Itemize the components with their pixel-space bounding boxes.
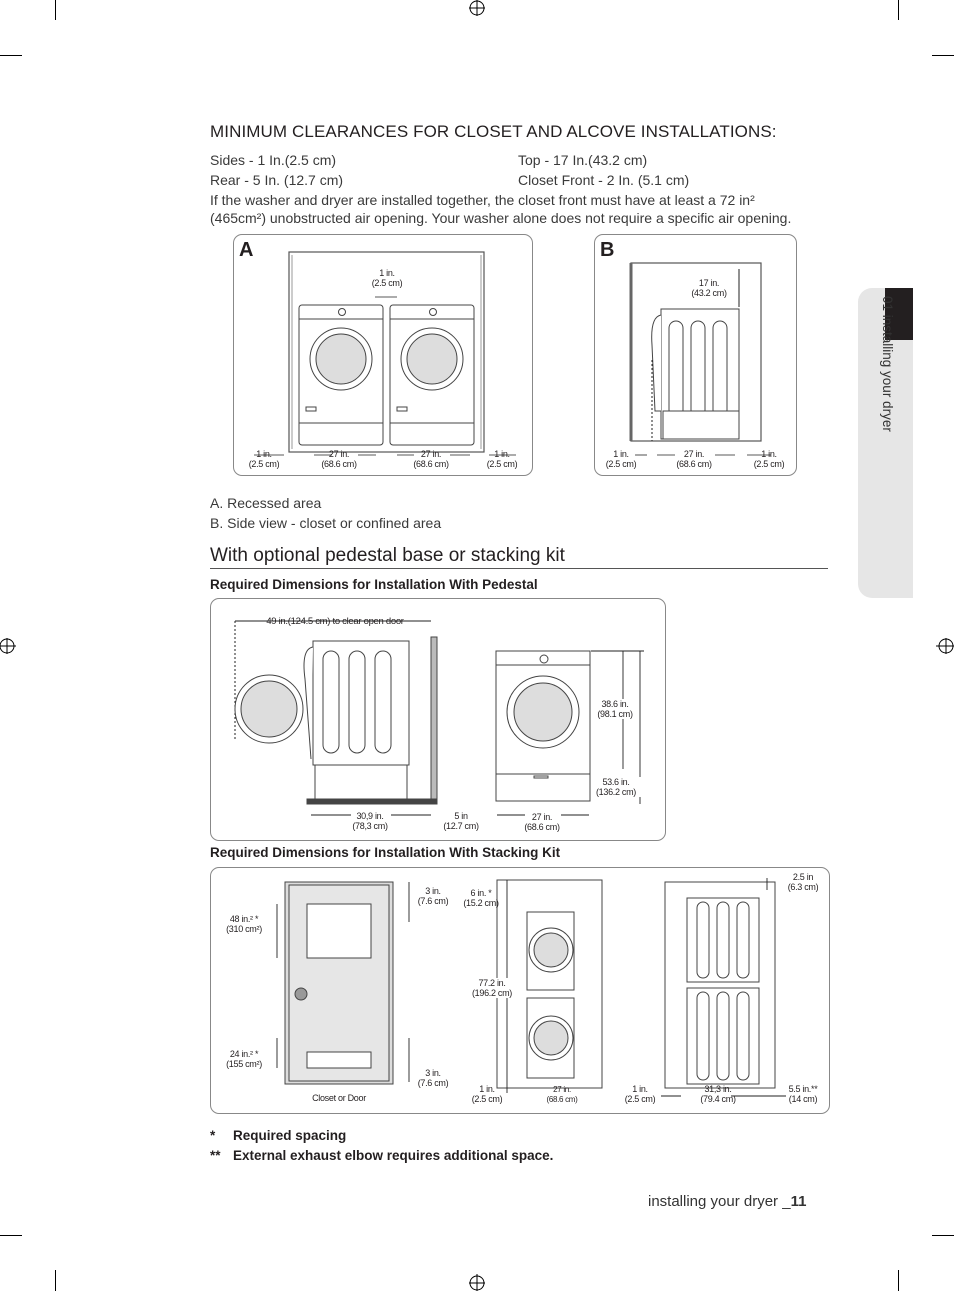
registration-mark-icon bbox=[936, 638, 954, 654]
footnote-star1-mark: * bbox=[210, 1128, 216, 1143]
legend-a: A. Recessed area bbox=[210, 495, 322, 511]
gap-top: 3 in.(7.6 cm) bbox=[417, 886, 449, 906]
fig-b-dim1: 1 in.(2.5 cm) bbox=[605, 449, 637, 469]
pedestal-door-clearance: 49 in.(124.5 cm) to clear open door bbox=[266, 616, 404, 627]
fig-a-dim2: 27 in.(68.6 cm) bbox=[321, 449, 357, 469]
registration-mark-icon bbox=[469, 1274, 485, 1291]
front-gap: 2.5 in(6.3 cm) bbox=[787, 872, 819, 892]
air-opening-note-2: (465cm²) unobstructed air opening. Your … bbox=[210, 210, 792, 226]
figure-b-label: B bbox=[600, 239, 615, 261]
stack-width: 27 in.(68.6 cm) bbox=[546, 1085, 578, 1104]
page-footer: installing your dryer _11 bbox=[648, 1193, 807, 1210]
gap-bottom: 3 in.(7.6 cm) bbox=[417, 1068, 449, 1088]
figure-a-recessed: A 1 in.(2.5 cm) 1 in.(2.5 cm) 27 in.(68.… bbox=[233, 234, 533, 476]
fig-a-dim4: 1 in.(2.5 cm) bbox=[486, 449, 518, 469]
pedestal-width: 27 in.(68.6 cm) bbox=[524, 812, 560, 832]
footnote-star2: External exhaust elbow requires addition… bbox=[233, 1148, 554, 1163]
side-gap: 1 in.(2.5 cm) bbox=[624, 1084, 656, 1104]
figure-a-label: A bbox=[239, 239, 254, 261]
pedestal-height-2: 53.6 in.(136.2 cm) bbox=[591, 777, 641, 797]
legend-b: B. Side view - closet or confined area bbox=[210, 515, 442, 531]
clearance-rear: Rear - 5 In. (12.7 cm) bbox=[210, 172, 344, 188]
registration-mark-icon bbox=[469, 0, 485, 16]
exhaust-gap: 5.5 in.**(14 cm) bbox=[788, 1084, 818, 1104]
section-title: With optional pedestal base or stacking … bbox=[210, 545, 565, 566]
registration-mark-icon bbox=[0, 638, 16, 654]
pedestal-depth: 30,9 in.(78,3 cm) bbox=[352, 811, 388, 831]
side-depth: 31,3 in.(79.4 cm) bbox=[700, 1084, 736, 1104]
clearance-front: Closet Front - 2 In. (5.1 cm) bbox=[518, 172, 690, 188]
footnote-star2-mark: ** bbox=[210, 1148, 221, 1163]
footnote-star1: Required spacing bbox=[233, 1128, 347, 1143]
figure-b-side-view: B 17 in.(43.2 cm) 1 in.(2.5 cm) 27 in.(6… bbox=[594, 234, 797, 476]
stack-side: 1 in.(2.5 cm) bbox=[471, 1084, 503, 1104]
stack-height: 77.2 in.(196.2 cm) bbox=[467, 978, 517, 998]
pedestal-title: Required Dimensions for Installation Wit… bbox=[210, 577, 538, 592]
closet-door-label: Closet or Door bbox=[312, 1093, 366, 1103]
fig-a-gap: 1 in.(2.5 cm) bbox=[371, 268, 403, 288]
stacking-title: Required Dimensions for Installation Wit… bbox=[210, 845, 561, 860]
clearance-sides: Sides - 1 In.(2.5 cm) bbox=[210, 152, 337, 168]
clearances-heading: MINIMUM CLEARANCES FOR CLOSET AND ALCOVE… bbox=[210, 122, 777, 141]
section-rule bbox=[210, 568, 828, 569]
fig-b-dim3: 1 in.(2.5 cm) bbox=[753, 449, 785, 469]
fig-b-dim2: 27 in.(68.6 cm) bbox=[676, 449, 712, 469]
pedestal-rear: 5 in(12.7 cm) bbox=[443, 811, 479, 831]
vent-bottom: 24 in.² *(155 cm²) bbox=[226, 1049, 262, 1069]
pedestal-height-1: 38.6 in.(98.1 cm) bbox=[593, 699, 637, 719]
vent-top: 48 in.² *(310 cm²) bbox=[226, 914, 262, 934]
chapter-tab-label: 01 installing your dryer bbox=[880, 296, 895, 432]
fig-b-top: 17 in.(43.2 cm) bbox=[691, 278, 727, 298]
chapter-tab bbox=[858, 288, 913, 598]
clearance-top: Top - 17 In.(43.2 cm) bbox=[518, 152, 648, 168]
stacking-figure: 48 in.² *(310 cm²) 24 in.² *(155 cm²) 3 … bbox=[210, 867, 830, 1114]
top-space: 6 in. *(15.2 cm) bbox=[463, 888, 499, 908]
pedestal-figure: 49 in.(124.5 cm) to clear open door 30,9… bbox=[210, 598, 666, 841]
fig-a-dim3: 27 in.(68.6 cm) bbox=[413, 449, 449, 469]
fig-a-dim1: 1 in.(2.5 cm) bbox=[248, 449, 280, 469]
air-opening-note-1: If the washer and dryer are installed to… bbox=[210, 192, 755, 208]
